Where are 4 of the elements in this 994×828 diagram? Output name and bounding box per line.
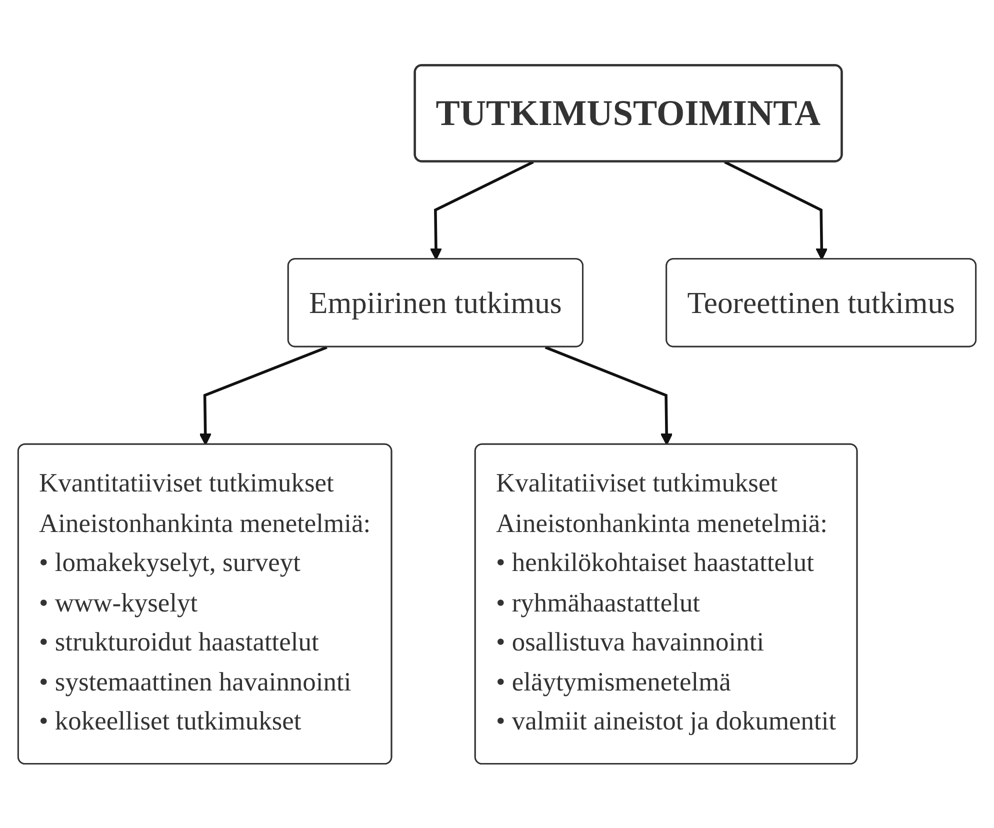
- arrow: [430, 160, 534, 260]
- arrow: [199, 345, 328, 445]
- arrow: [544, 345, 673, 445]
- arrow: [724, 160, 828, 260]
